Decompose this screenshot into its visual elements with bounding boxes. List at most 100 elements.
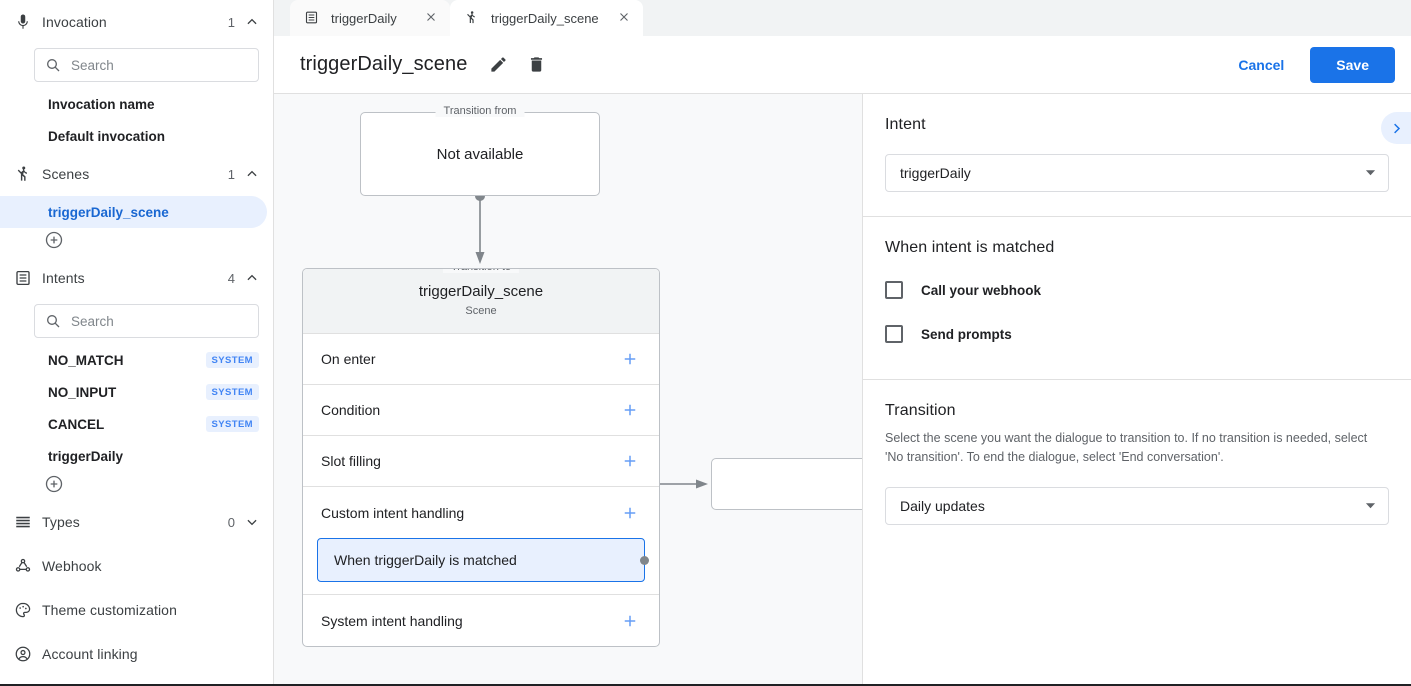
window-bottom-edge [0, 684, 1411, 686]
save-button[interactable]: Save [1310, 46, 1395, 83]
chevron-right-icon[interactable] [1381, 112, 1411, 144]
scene-node-header: triggerDaily_scene Scene [303, 269, 659, 334]
intents-search-box[interactable] [34, 304, 259, 338]
chevron-down-icon[interactable] [245, 515, 259, 529]
scene-row-slot-filling[interactable]: Slot filling [303, 436, 659, 487]
scene-node[interactable]: Transition to triggerDaily_scene Scene O… [302, 268, 660, 647]
sidebar-item-no-input[interactable]: NO_INPUT SYSTEM [0, 376, 273, 408]
transition-select[interactable]: Daily updates [885, 486, 1389, 525]
intent-select[interactable]: triggerDaily [885, 154, 1389, 192]
sidebar-section-scenes[interactable]: Scenes 1 [0, 152, 273, 196]
intents-list-icon [14, 266, 42, 290]
caret-down-icon [1365, 498, 1376, 514]
search-icon [45, 313, 61, 329]
intent-section: Intent triggerDaily [863, 94, 1411, 217]
page-title: triggerDaily_scene [300, 53, 468, 75]
sidebar-section-invocation[interactable]: Invocation 1 [0, 0, 273, 44]
sidebar-item-default-invocation[interactable]: Default invocation [0, 120, 273, 152]
intent-handler-when-triggerdaily-is-matched[interactable]: When triggerDaily is matched [317, 538, 649, 582]
checkbox-box[interactable] [885, 325, 903, 343]
scene-row-label: System intent handling [321, 612, 463, 629]
checkbox-box[interactable] [885, 281, 903, 299]
sidebar-section-count: 4 [227, 270, 235, 286]
sidebar-item-label: triggerDaily_scene [48, 204, 169, 220]
scene-graph-canvas[interactable]: Transition from Not available Transition… [274, 94, 862, 686]
sidebar-item-triggerdaily[interactable]: triggerDaily [0, 440, 273, 472]
pencil-icon[interactable] [489, 55, 509, 75]
sidebar-item-cancel[interactable]: CANCEL SYSTEM [0, 408, 273, 440]
chevron-up-icon[interactable] [245, 271, 259, 285]
status-badge: SYSTEM [205, 352, 259, 368]
add-circle-icon[interactable] [44, 230, 64, 250]
checkbox-call-your-webhook[interactable]: Call your webhook [885, 281, 1389, 299]
close-icon[interactable] [617, 10, 633, 26]
chevron-up-icon[interactable] [245, 167, 259, 181]
plus-icon[interactable] [621, 401, 639, 419]
sidebar-item-label: Invocation name [48, 96, 155, 112]
handler-output-port[interactable] [640, 555, 649, 565]
scene-node-name: triggerDaily_scene [418, 283, 544, 300]
invocation-search-input[interactable] [71, 57, 248, 73]
sidebar-section-intents[interactable]: Intents 4 [0, 256, 273, 300]
transition-section: Transition Select the scene you want the… [863, 380, 1411, 549]
tab-triggerdaily-scene[interactable]: triggerDaily_scene [450, 0, 643, 36]
checkbox-label: Send prompts [921, 326, 1012, 342]
invocation-search-box[interactable] [34, 48, 259, 82]
sidebar-item-theme-customization[interactable]: Theme customization [0, 588, 273, 632]
transition-section-title: Transition [885, 402, 956, 419]
transition-from-text: Not available [436, 145, 524, 163]
sidebar-item-label: Webhook [42, 558, 102, 574]
intent-handler-wrap: When triggerDaily is matched [303, 538, 659, 595]
cancel-button[interactable]: Cancel [1224, 49, 1298, 81]
add-intent-row [0, 472, 273, 500]
sidebar-item-no-match[interactable]: NO_MATCH SYSTEM [0, 344, 273, 376]
sidebar-section-label: Invocation [42, 14, 107, 30]
sidebar-item-invocation-name[interactable]: Invocation name [0, 88, 273, 120]
main-area: triggerDaily triggerDaily_scene [274, 0, 1411, 686]
scene-row-condition[interactable]: Condition [303, 385, 659, 436]
plus-icon[interactable] [621, 350, 639, 368]
tab-bar: triggerDaily triggerDaily_scene [274, 0, 1411, 36]
plus-icon[interactable] [621, 612, 639, 630]
intent-section-title: Intent [885, 116, 926, 133]
sidebar-section-label: Types [42, 514, 80, 530]
sidebar-item-webhook[interactable]: Webhook [0, 544, 273, 588]
tab-triggerdaily[interactable]: triggerDaily [290, 0, 450, 36]
close-icon[interactable] [424, 10, 440, 26]
add-circle-icon[interactable] [44, 474, 64, 494]
scene-row-label: On enter [321, 351, 376, 367]
content-body: Transition from Not available Transition… [274, 94, 1411, 686]
transition-from-legend: Transition from [435, 105, 525, 117]
scene-row-on-enter[interactable]: On enter [303, 334, 659, 385]
scene-row-label: Slot filling [321, 453, 381, 469]
transition-target-node[interactable]: Tr Dail [711, 458, 862, 510]
add-scene-row [0, 228, 273, 256]
palette-icon [14, 598, 42, 622]
checkbox-label: Call your webhook [921, 282, 1042, 298]
scene-row-label: Custom intent handling [321, 504, 465, 521]
webhook-nodes-icon [14, 554, 42, 578]
sidebar-item-label: Account linking [42, 646, 138, 662]
intents-search-input[interactable] [71, 313, 248, 329]
left-sidebar: Invocation 1 Invocation name Default inv… [0, 0, 274, 686]
sidebar-section-count: 1 [227, 14, 235, 30]
transition-to-legend: Transition to [442, 269, 520, 273]
sidebar-section-label: Scenes [42, 166, 90, 182]
checkbox-send-prompts[interactable]: Send prompts [885, 325, 1389, 343]
intent-select-value: triggerDaily [900, 165, 971, 181]
trash-icon[interactable] [527, 55, 547, 75]
sidebar-section-types[interactable]: Types 0 [0, 500, 273, 544]
sidebar-item-label: CANCEL [48, 416, 105, 432]
sidebar-item-account-linking[interactable]: Account linking [0, 632, 273, 676]
chevron-up-icon[interactable] [245, 15, 259, 29]
invocation-search-wrap [0, 44, 273, 88]
scene-row-system-intent-handling[interactable]: System intent handling [303, 595, 659, 646]
transition-from-node[interactable]: Transition from Not available [360, 105, 600, 196]
intent-doc-icon [304, 10, 320, 26]
plus-icon[interactable] [621, 504, 639, 522]
scene-row-custom-intent-handling[interactable]: Custom intent handling [303, 487, 659, 538]
sidebar-item-label: NO_MATCH [48, 352, 124, 368]
plus-icon[interactable] [621, 452, 639, 470]
sidebar-item-triggerdaily-scene[interactable]: triggerDaily_scene [0, 196, 267, 228]
